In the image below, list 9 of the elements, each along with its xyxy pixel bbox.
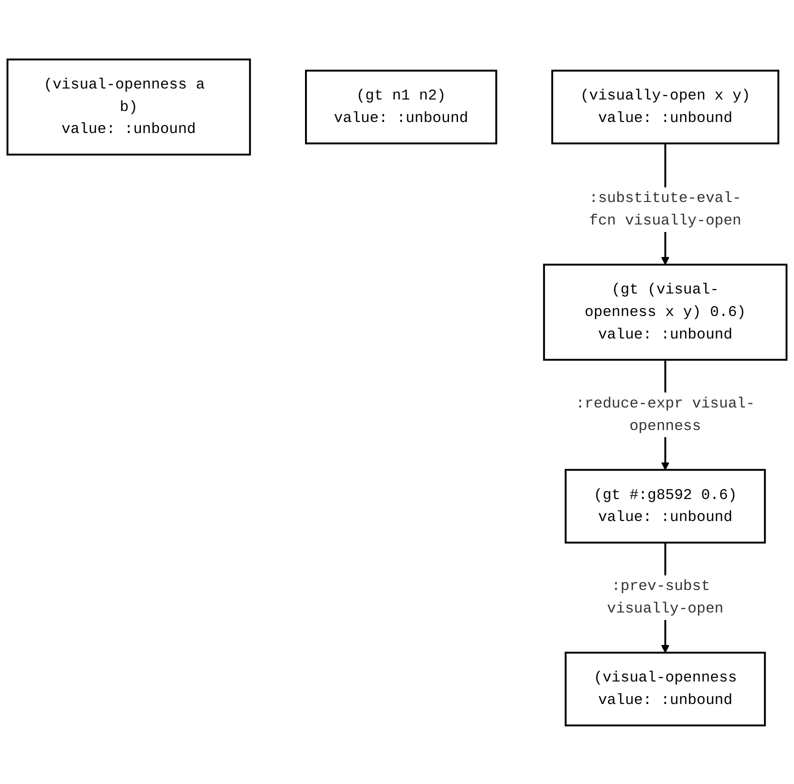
edge-label: :substitute-eval-fcn visually-open xyxy=(589,190,742,229)
edge-label: :reduce-expr visual-openness xyxy=(576,394,755,434)
node-box: (gt n1 n2) value: :unbound xyxy=(305,69,498,144)
node-box: (visual-openness value: :unbound xyxy=(564,651,766,726)
node-box: (visually-open x y) value: :unbound xyxy=(551,69,780,144)
node-box: (gt (visual-openness x y) 0.6) value: :unbound xyxy=(543,263,788,360)
edge-label: :prev-subst visually-open xyxy=(607,578,724,617)
node-box: (gt #:g8592 0.6) value: :unbound xyxy=(564,468,766,544)
node-box: (visual-openness a b) value: :unbound xyxy=(6,58,251,156)
